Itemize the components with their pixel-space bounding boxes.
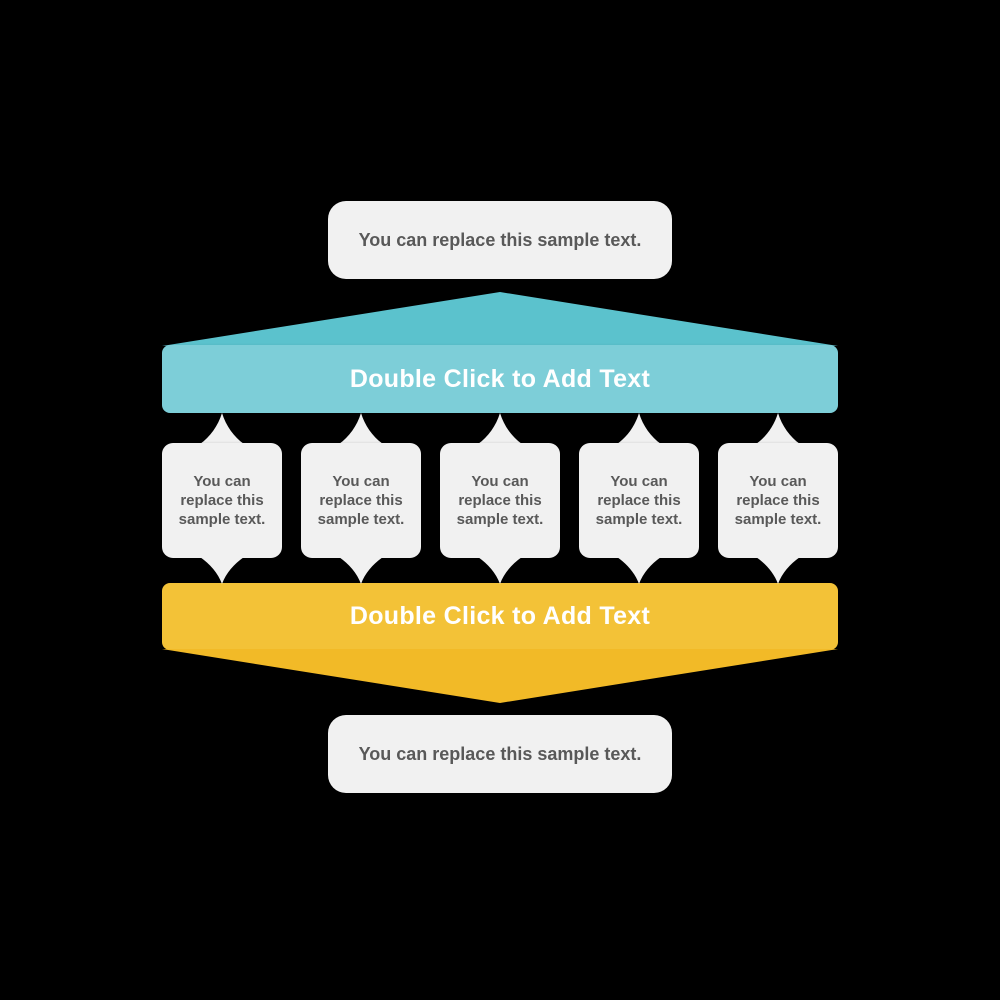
bottom-note-text: You can replace this sample text. [358, 743, 642, 764]
bottom-note-box[interactable]: You can replace this sample text. [328, 715, 672, 793]
arrow-up-pointer-icon [200, 413, 244, 444]
arrow-up-pointer-icon [756, 413, 800, 444]
note-bubble-4[interactable]: You can replace this sample text. [579, 413, 699, 584]
arrow-down-pointer-icon [339, 557, 383, 584]
note-text: You can replace this sample text. [456, 472, 544, 529]
note-text: You can replace this sample text. [178, 472, 266, 529]
bottom-banner-label: Double Click to Add Text [349, 602, 651, 630]
note-bubble-body[interactable]: You can replace this sample text. [301, 443, 421, 558]
note-bubble-body[interactable]: You can replace this sample text. [440, 443, 560, 558]
top-note-box[interactable]: You can replace this sample text. [328, 201, 672, 279]
arrow-up-pointer-icon [478, 413, 522, 444]
top-banner[interactable]: Double Click to Add Text [162, 345, 838, 413]
note-bubble-1[interactable]: You can replace this sample text. [162, 413, 282, 584]
arrow-down-pointer-icon [756, 557, 800, 584]
arrow-down-pointer-icon [478, 557, 522, 584]
teal-peak-up-triangle [162, 292, 838, 346]
bottom-banner[interactable]: Double Click to Add Text [162, 583, 838, 650]
note-bubble-body[interactable]: You can replace this sample text. [718, 443, 838, 558]
note-bubble-5[interactable]: You can replace this sample text. [718, 413, 838, 584]
arrow-up-pointer-icon [339, 413, 383, 444]
yellow-peak-down-triangle [162, 649, 838, 703]
arrow-down-pointer-icon [200, 557, 244, 584]
top-note-text: You can replace this sample text. [358, 229, 642, 250]
note-bubble-body[interactable]: You can replace this sample text. [162, 443, 282, 558]
top-banner-label: Double Click to Add Text [349, 364, 651, 393]
note-bubble-3[interactable]: You can replace this sample text. [440, 413, 560, 584]
note-text: You can replace this sample text. [317, 472, 405, 529]
note-text: You can replace this sample text. [734, 472, 822, 529]
note-bubble-body[interactable]: You can replace this sample text. [579, 443, 699, 558]
arrow-up-pointer-icon [617, 413, 661, 444]
note-text: You can replace this sample text. [595, 472, 683, 529]
note-bubble-2[interactable]: You can replace this sample text. [301, 413, 421, 584]
arrow-down-pointer-icon [617, 557, 661, 584]
